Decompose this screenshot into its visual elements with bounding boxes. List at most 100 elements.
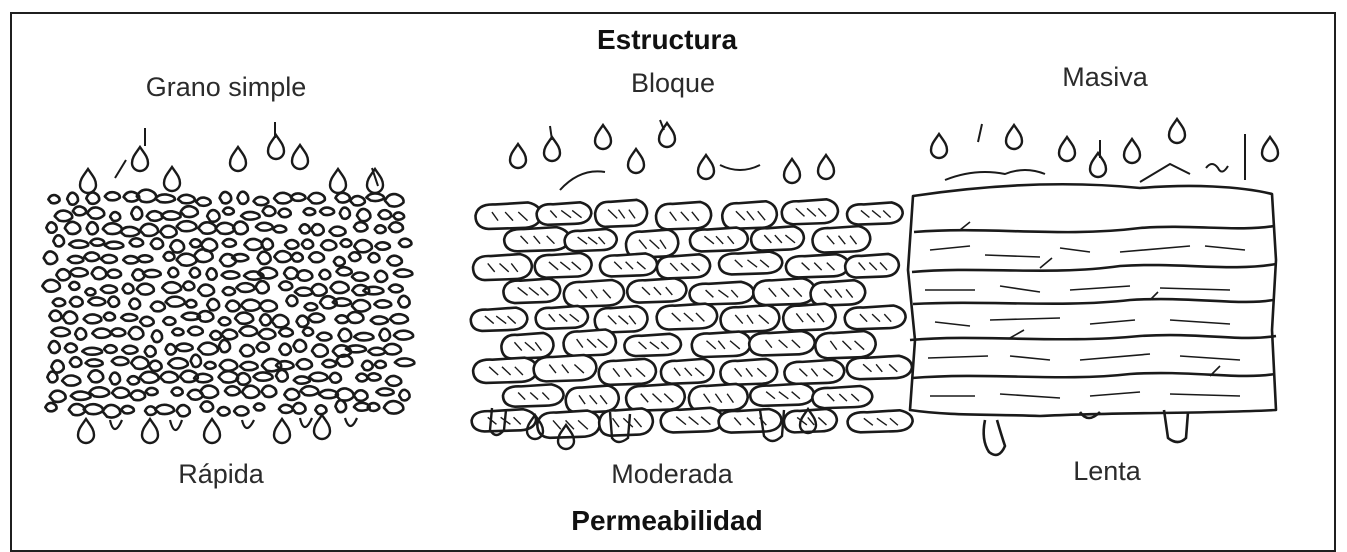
soil-grain (338, 329, 351, 342)
soil-grain (200, 401, 213, 411)
soil-grain (131, 357, 148, 369)
soil-grain (121, 314, 137, 321)
soil-grain (164, 252, 175, 261)
soil-grain (240, 362, 258, 370)
soil-grain (92, 329, 110, 338)
soil-grain (62, 376, 80, 386)
soil-grain (384, 401, 403, 413)
soil-grain (65, 343, 77, 352)
soil-grain (218, 407, 230, 415)
soil-grain (284, 389, 299, 400)
soil-grain (45, 403, 56, 411)
soil-grain (112, 388, 129, 398)
soil-grain (210, 331, 221, 340)
water-drops-above-massive (931, 119, 1278, 182)
soil-grain (170, 240, 184, 252)
soil-grain (207, 299, 219, 310)
soil-grain (87, 207, 104, 218)
soil-grain (258, 252, 271, 264)
soil-grain (46, 222, 56, 232)
soil-grain (190, 268, 200, 278)
soil-grain (110, 373, 120, 385)
soil-grain (92, 267, 107, 279)
soil-grain (53, 298, 65, 306)
soil-grain (198, 343, 218, 355)
soil-grain (149, 361, 162, 371)
soil-grain (101, 285, 117, 293)
soil-grain (291, 253, 302, 262)
soil-grain (347, 312, 364, 323)
water-drops-above-granular (80, 122, 383, 193)
soil-grain (104, 313, 115, 321)
soil-grain (71, 392, 91, 400)
soil-grain (279, 328, 293, 336)
soil-grain (354, 240, 372, 252)
soil-grain (262, 386, 277, 397)
soil-grain (378, 210, 391, 219)
soil-grain (55, 211, 73, 222)
soil-grain (399, 239, 412, 247)
soil-grain (340, 208, 350, 219)
soil-grain (123, 256, 138, 263)
soil-grain (295, 288, 313, 296)
soil-grain (131, 207, 142, 220)
soil-grain (88, 297, 105, 305)
soil-grain (85, 288, 95, 295)
soil-grain (107, 270, 121, 278)
soil-grain (190, 239, 201, 247)
soil-grain (160, 226, 176, 238)
soil-grain (172, 328, 183, 335)
soil-grain (65, 222, 80, 234)
blocky-soil-block (471, 199, 913, 437)
soil-grain (362, 361, 373, 371)
soil-grain (276, 370, 288, 382)
soil-grain (319, 270, 330, 279)
water-drops-above-blocky (510, 120, 834, 190)
soil-grain (311, 224, 323, 235)
soil-grain (140, 224, 158, 236)
soil-grain (321, 240, 336, 250)
soil-grain (368, 253, 379, 262)
soil-grain (320, 208, 334, 215)
soil-grain (294, 376, 310, 383)
soil-grain (311, 284, 327, 296)
soil-grain (88, 370, 103, 382)
soil-grain (300, 224, 310, 233)
soil-grain (177, 405, 190, 416)
soil-grain (56, 269, 70, 280)
soil-grain (259, 329, 276, 339)
soil-grain (336, 267, 351, 275)
soil-grain (110, 212, 120, 221)
soil-grain (354, 333, 373, 341)
soil-grain (379, 329, 390, 341)
soil-grain (273, 225, 286, 232)
soil-grain (120, 227, 139, 236)
soil-grain (105, 192, 120, 200)
soil-grain (371, 316, 388, 324)
soil-grain (220, 192, 232, 203)
soil-grain (263, 206, 276, 216)
soil-grain (103, 405, 120, 418)
soil-grain (375, 361, 386, 368)
soil-grain (49, 341, 60, 353)
soil-grain (166, 297, 185, 307)
soil-grain (111, 328, 126, 336)
soil-grain (104, 345, 117, 353)
soil-grain (394, 269, 413, 276)
soil-grain (183, 281, 194, 290)
soil-grain (352, 300, 370, 312)
soil-grain (108, 297, 119, 307)
soil-grain (322, 360, 336, 367)
soil-grain (84, 404, 103, 414)
soil-grain (354, 390, 368, 401)
soil-grain (172, 388, 183, 396)
granular-soil-block (42, 190, 414, 418)
soil-grain (276, 361, 294, 369)
soil-grain (356, 374, 367, 382)
soil-grain (393, 212, 404, 219)
soil-grain (279, 281, 292, 290)
soil-grain (70, 268, 88, 276)
soil-grain (296, 359, 311, 369)
soil-grain (129, 327, 144, 339)
soil-grain (279, 405, 293, 413)
